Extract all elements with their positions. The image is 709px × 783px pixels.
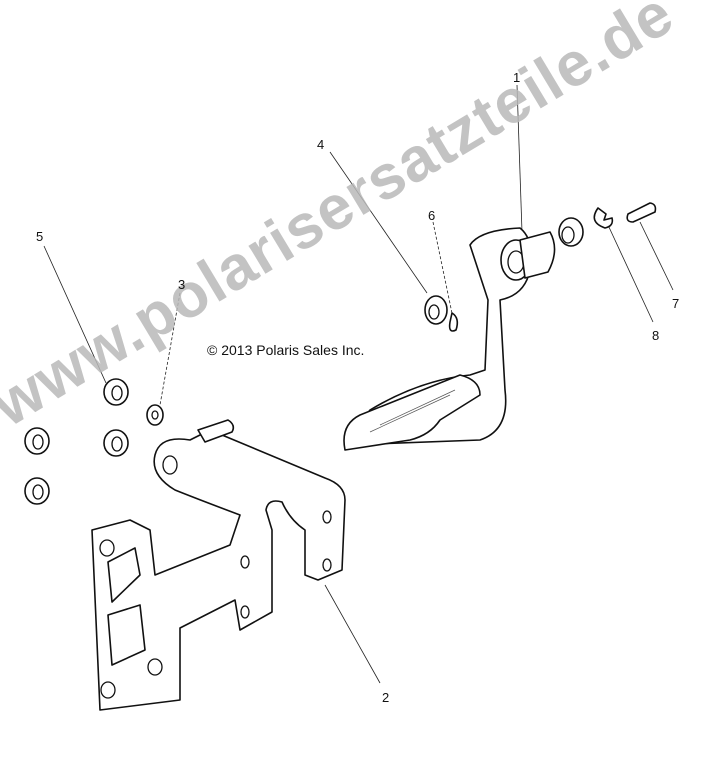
flanged-bushing [424,295,448,325]
callout-5: 5 [36,229,44,244]
leader-line-3 [159,292,181,406]
brake-pedal [343,227,556,451]
leader-line-6 [432,221,454,319]
copyright-text: © 2013 Polaris Sales Inc. [207,342,365,358]
pedal-mounting-bracket [91,419,346,711]
push-nut [146,404,164,426]
callout-4: 4 [317,137,325,152]
callout-3: 3 [178,277,186,292]
leader-line-1 [516,84,523,233]
bushing-nuts [24,378,129,505]
callout-1: 1 [513,70,521,85]
callout-2: 2 [382,690,390,705]
pivot-bushing [558,217,584,247]
leader-line-7 [639,221,674,291]
leader-line-4 [329,151,428,294]
spring-clip [448,312,459,332]
callout-8: 8 [652,328,660,343]
e-clip [593,207,614,229]
callout-6: 6 [428,208,436,223]
clevis-pin [626,202,657,223]
leader-line-8 [607,224,654,323]
leader-line-2 [324,584,381,684]
callout-7: 7 [672,296,680,311]
leader-line-5 [43,245,107,384]
